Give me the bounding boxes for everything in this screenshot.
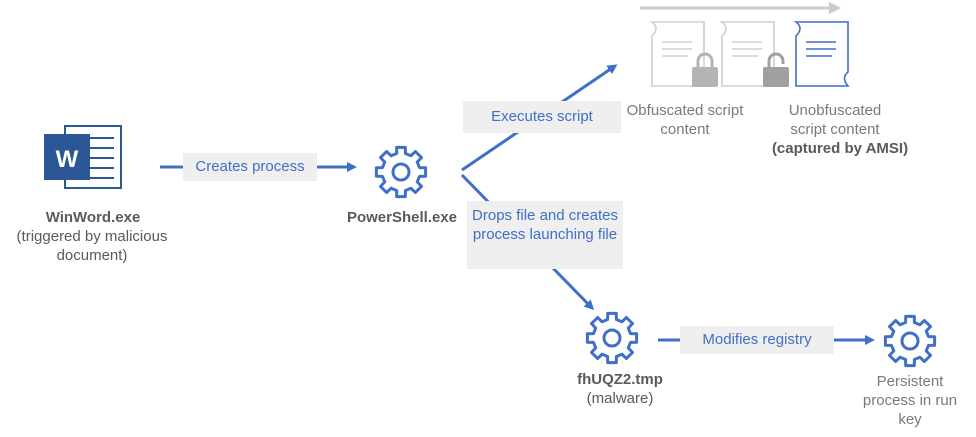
label-executes-script: Executes script (463, 101, 621, 133)
winword-name: WinWord.exe (45, 209, 141, 226)
tmp-name: fhUQZ2.tmp (577, 371, 663, 388)
word-icon: W (44, 125, 122, 189)
amsi-label: (captured by AMSI) (771, 140, 909, 157)
gear-icon (883, 314, 937, 368)
document-icon (793, 21, 850, 87)
obfuscated-label: Obfuscated script content (626, 102, 744, 138)
unobfuscated-label: Unobfuscated script content (788, 102, 882, 138)
gear-icon (374, 145, 428, 199)
winword-desc: (triggered by malicious document) (16, 228, 168, 264)
label-drops-file: Drops file and creates process launching… (467, 201, 623, 269)
lock-icon (692, 52, 718, 87)
tmp-desc: (malware) (586, 390, 654, 407)
label-modifies-registry: Modifies registry (680, 326, 834, 354)
powershell-name: PowerShell.exe (346, 209, 458, 226)
lock-icon (763, 52, 789, 87)
gear-icon (585, 311, 639, 365)
label-creates-process: Creates process (183, 153, 317, 181)
persistent-desc: Persistent process in run key (862, 373, 958, 428)
svg-text:W: W (56, 146, 79, 173)
